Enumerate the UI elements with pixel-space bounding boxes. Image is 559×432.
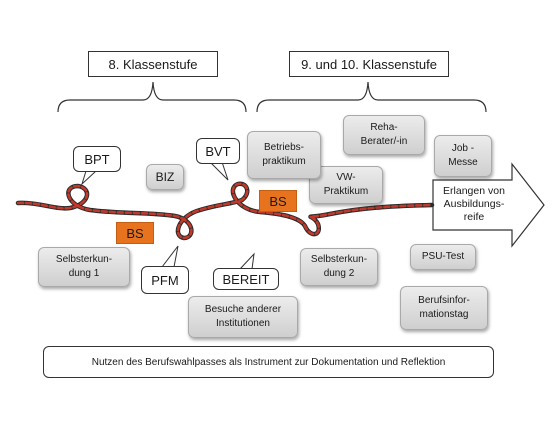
berufsinformationstag-box: Berufsinfor- mationstag <box>400 286 488 330</box>
vw-praktikum-box: VW- Praktikum <box>309 166 383 204</box>
bpt-tail <box>80 170 97 186</box>
besuche-institutionen-box: Besuche anderer Institutionen <box>188 296 298 338</box>
bs-badge-right: BS <box>259 190 297 212</box>
grade-8-label: 8. Klassenstufe <box>88 51 218 77</box>
pfm-tail <box>161 245 179 268</box>
grade-9-10-label: 9. und 10. Klassenstufe <box>289 51 449 77</box>
bs-badge-left: BS <box>116 222 154 244</box>
reha-berater-box: Reha- Berater/-in <box>343 115 425 155</box>
bereit-tail <box>239 252 255 270</box>
rope <box>15 181 435 241</box>
bereit-bubble: BEREIT <box>213 268 279 290</box>
biz-box: BIZ <box>146 164 184 190</box>
bvt-tail <box>209 161 229 181</box>
brace-grade-8 <box>57 81 247 113</box>
brace-grade-9-10 <box>256 81 487 113</box>
pfm-bubble: PFM <box>141 266 189 294</box>
bvt-bubble: BVT <box>196 138 240 164</box>
betriebspraktikum-box: Betriebs- praktikum <box>247 131 321 179</box>
bpt-bubble: BPT <box>73 146 121 172</box>
goal-arrow-label: Erlangen von Ausbildungs- reife <box>443 185 505 223</box>
selbsterkundung-1-box: Selbsterkun- dung 1 <box>38 247 130 287</box>
selbsterkundung-2-box: Selbsterkun- dung 2 <box>300 248 378 286</box>
psu-test-box: PSU-Test <box>410 244 476 270</box>
job-messe-box: Job - Messe <box>434 135 492 177</box>
goal-arrow <box>432 162 545 248</box>
footer-banner: Nutzen des Berufswahlpasses als Instrume… <box>43 346 494 378</box>
